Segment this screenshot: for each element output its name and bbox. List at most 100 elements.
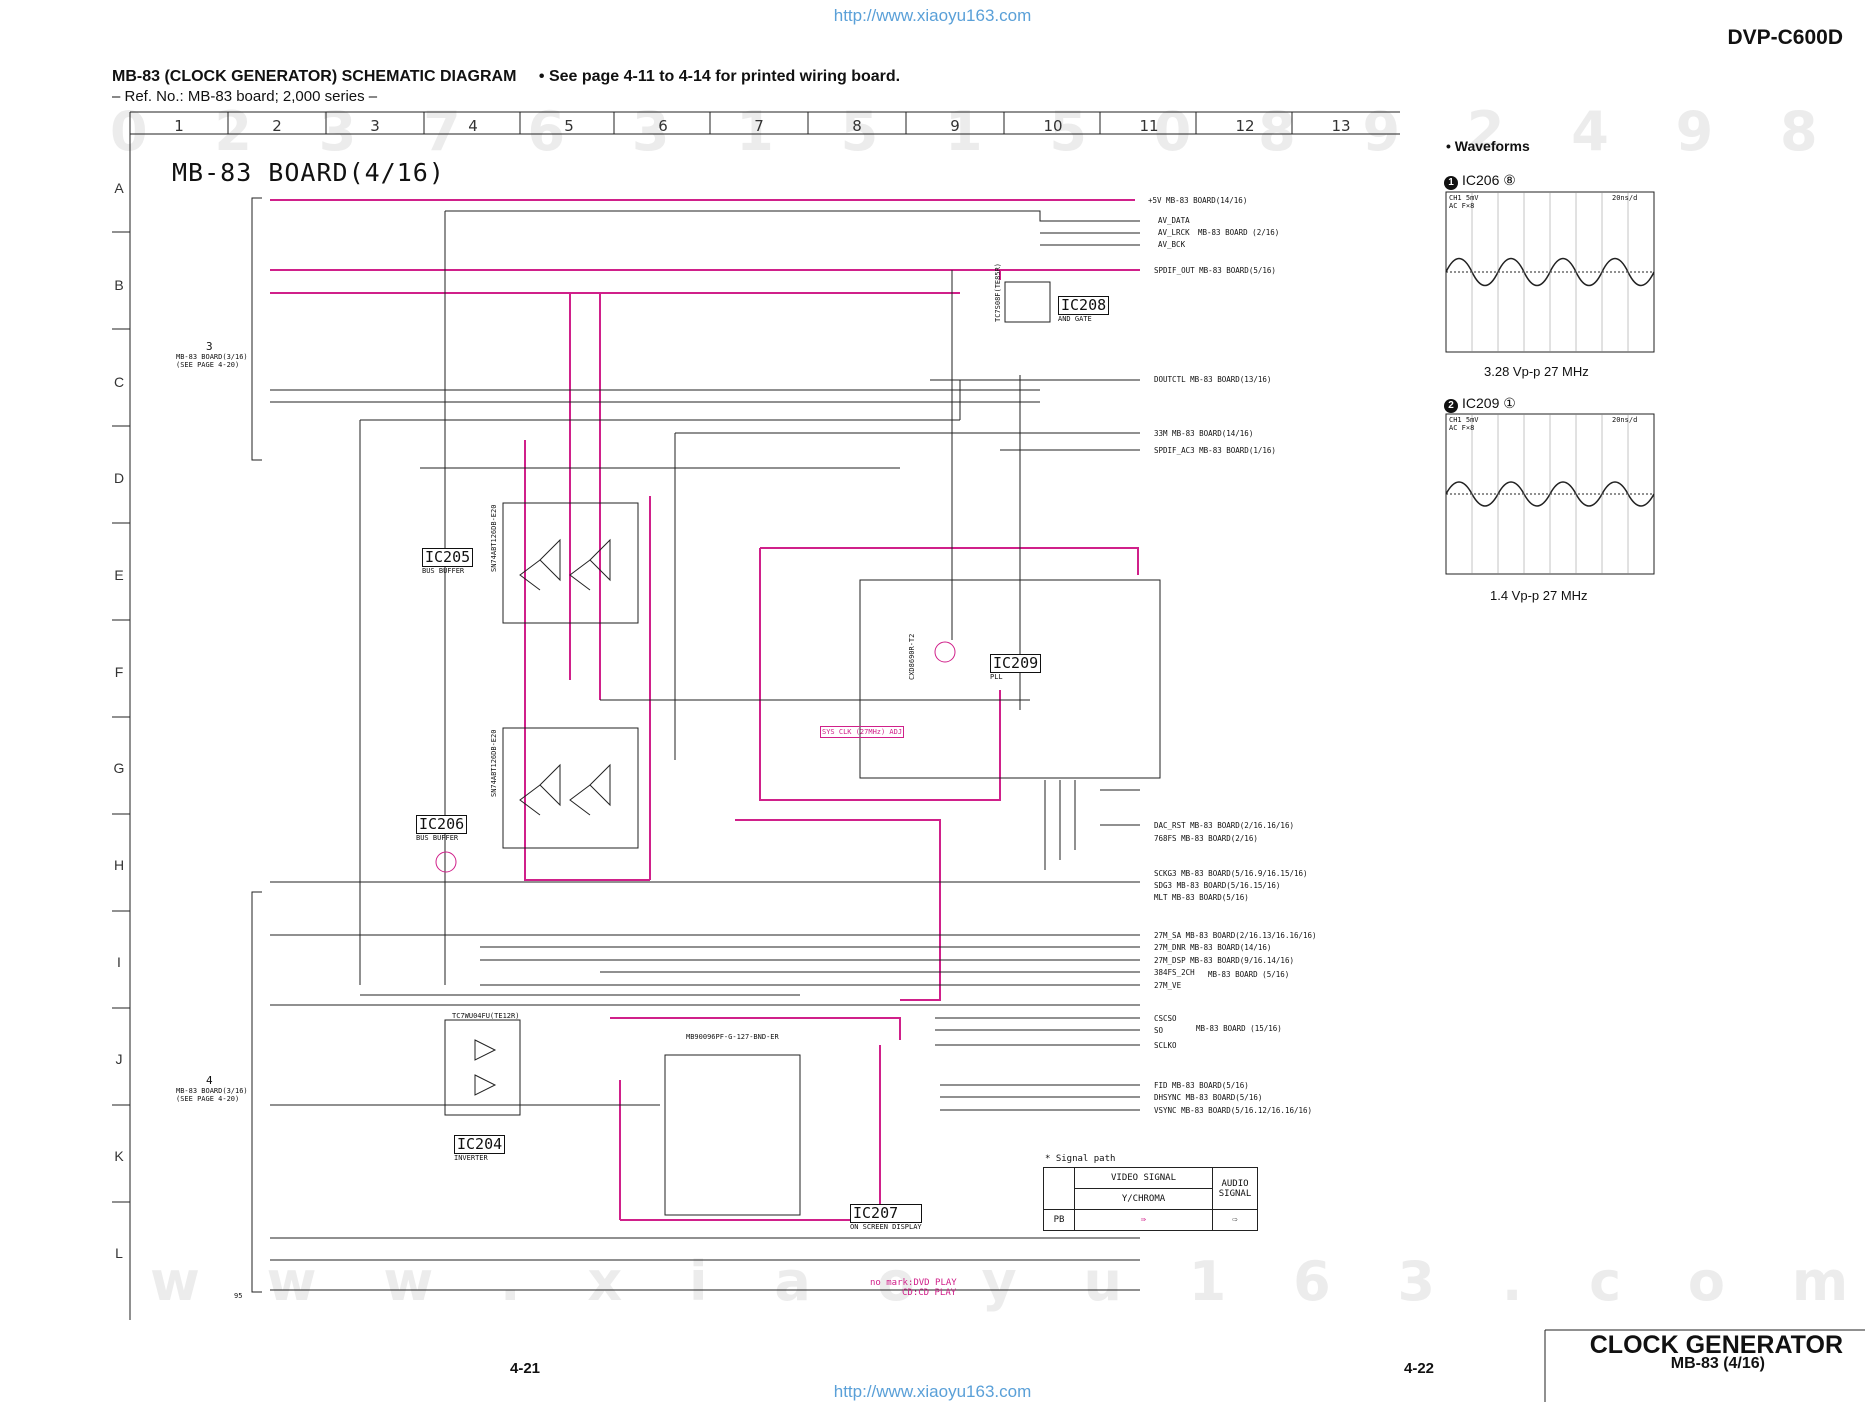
- row-C: C: [113, 374, 125, 390]
- board-title: MB-83 BOARD(4/16): [172, 158, 445, 187]
- conn-sclko: SCLKO: [1154, 1041, 1177, 1050]
- page-number-right: 4-22: [1404, 1360, 1435, 1377]
- col-6: 6: [658, 117, 668, 135]
- ic207-desc: ON SCREEN DISPLAY: [850, 1223, 922, 1231]
- waveform-1-time: 20ns/d: [1612, 194, 1638, 202]
- page-title: MB-83 (CLOCK GENERATOR) SCHEMATIC DIAGRA…: [112, 68, 900, 86]
- col-12: 12: [1235, 117, 1255, 135]
- conn-cscso: CSCSO: [1154, 1014, 1177, 1023]
- conn-doutctl: DOUTCTL MB-83 BOARD(13/16): [1154, 375, 1272, 384]
- conn-so: SO: [1154, 1026, 1164, 1035]
- conn-board-5-16: MB-83 BOARD (5/16): [1208, 970, 1290, 979]
- ic209-block: IC209 PLL: [990, 654, 1042, 681]
- legend-table: VIDEO SIGNAL AUDIO SIGNAL Y/CHROMA PB ⇛ …: [1043, 1167, 1258, 1231]
- ic206-block: IC206 BUS BUFFER: [416, 815, 468, 842]
- col-3: 3: [370, 117, 380, 135]
- left-ref-4-page: (SEE PAGE 4-20): [176, 1095, 240, 1103]
- conn-33m: 33M MB-83 BOARD(14/16): [1154, 429, 1254, 438]
- conn-dac-rst: DAC_RST MB-83 BOARD(2/16.16/16): [1154, 821, 1294, 830]
- signal-path: [270, 199, 1140, 1221]
- conn-27m-dsp: 27M_DSP MB-83 BOARD(9/16.14/16): [1154, 956, 1294, 965]
- legend-video: VIDEO SIGNAL: [1074, 1167, 1213, 1189]
- col-2: 2: [272, 117, 282, 135]
- row-L: L: [115, 1245, 123, 1261]
- waveform-2-label: 2 IC209 ①: [1444, 395, 1516, 413]
- ic208-part: TC7S08F(TE85R): [994, 262, 1002, 322]
- source-url[interactable]: http://www.xiaoyu163.com: [833, 6, 1032, 25]
- conn-768fs: 768FS MB-83 BOARD(2/16): [1154, 834, 1258, 843]
- row-H: H: [113, 857, 125, 873]
- footer-url[interactable]: http://www.xiaoyu163.com: [833, 1382, 1032, 1401]
- conn-dhsync: DHSYNC MB-83 BOARD(5/16): [1154, 1093, 1263, 1102]
- conn-sckg3: SCKG3 MB-83 BOARD(5/16.9/16.15/16): [1154, 869, 1308, 878]
- ic206-desc: BUS BUFFER: [416, 834, 459, 842]
- col-8: 8: [852, 117, 862, 135]
- left-ref-3: 3 MB-83 BOARD(3/16) (SEE PAGE 4-20): [176, 340, 248, 369]
- ic204-desc: INVERTER: [454, 1154, 488, 1162]
- ic204-block: IC204 INVERTER: [454, 1135, 506, 1162]
- row-F: F: [114, 664, 124, 680]
- conn-av-data: AV_DATA: [1158, 216, 1190, 225]
- conn-sdg3: SDG3 MB-83 BOARD(5/16.15/16): [1154, 881, 1281, 890]
- col-10: 10: [1043, 117, 1063, 135]
- waveform-1-mode: AC F×8: [1449, 202, 1475, 210]
- ic204-ref: IC204: [454, 1135, 506, 1154]
- ic207-ref: IC207: [850, 1204, 922, 1223]
- col-4: 4: [468, 117, 478, 135]
- ic206-part: SN74ABT126DB-E20: [490, 729, 498, 797]
- wiring: [270, 210, 1140, 1291]
- conn-spdif-ac3: SPDIF_AC3 MB-83 BOARD(1/16): [1154, 446, 1276, 455]
- title-text: MB-83 (CLOCK GENERATOR) SCHEMATIC DIAGRA…: [112, 68, 517, 85]
- conn-spdif-out: SPDIF_OUT MB-83 BOARD(5/16): [1154, 266, 1276, 275]
- ic209-ref: IC209: [990, 654, 1042, 673]
- left-ref-4-num: 4: [206, 1074, 213, 1087]
- title-note: • See page 4-11 to 4-14 for printed wiri…: [538, 68, 901, 85]
- row-E: E: [114, 567, 124, 583]
- frame-lines: [112, 111, 1865, 1402]
- col-1: 1: [174, 117, 184, 135]
- waveform-2-caption: 1.4 Vp-p 27 MHz: [1490, 588, 1588, 603]
- waveform-1-num: 1: [1444, 176, 1458, 190]
- ic208-ref: IC208: [1058, 296, 1110, 315]
- waveform-2-num: 2: [1444, 399, 1458, 413]
- row-D: D: [113, 470, 125, 486]
- legend-video-arrow: ⇛: [1074, 1209, 1213, 1231]
- ic207-part: MB90096PF-G-127-BND-ER: [686, 1033, 779, 1041]
- waveform-1-ch: CH1 5mV: [1449, 194, 1479, 202]
- left-ref-3-num: 3: [206, 340, 213, 353]
- col-5: 5: [564, 117, 574, 135]
- legend-audio-arrow: ⇨: [1212, 1209, 1258, 1231]
- sys-clk-note: SYS CLK (27MHz) ADJ: [820, 726, 905, 738]
- mark-note-1: no mark:DVD PLAY: [870, 1278, 957, 1288]
- model-number: DVP-C600D: [1727, 26, 1843, 49]
- conn-av-bck: AV_BCK: [1158, 240, 1186, 249]
- ic205-part: SN74ABT126DB-E20: [490, 504, 498, 572]
- video-arrow-icon: ⇛: [1140, 1215, 1147, 1225]
- audio-arrow-icon: ⇨: [1232, 1215, 1238, 1225]
- ic205-desc: BUS BUFFER: [422, 567, 465, 575]
- row-A: A: [114, 180, 124, 196]
- conn-27m-dnr: 27M_DNR MB-83 BOARD(14/16): [1154, 943, 1272, 952]
- waveform-2-mode: AC F×8: [1449, 424, 1475, 432]
- row-G: G: [113, 760, 125, 776]
- legend-audio: AUDIO SIGNAL: [1212, 1167, 1258, 1210]
- ic205-block: IC205 BUS BUFFER: [422, 548, 474, 575]
- waveform-1-text: IC206 ⑧: [1462, 172, 1516, 188]
- waveform-2-text: IC209 ①: [1462, 395, 1516, 411]
- footer-subtitle: MB-83 (4/16): [1670, 1355, 1765, 1372]
- col-13: 13: [1331, 117, 1351, 135]
- row-K: K: [114, 1148, 124, 1164]
- left-ref-4-text: MB-83 BOARD(3/16): [176, 1087, 248, 1095]
- left-ref-4: 4 MB-83 BOARD(3/16) (SEE PAGE 4-20): [176, 1074, 248, 1103]
- code-mark: 95: [234, 1292, 243, 1300]
- legend-heading: * Signal path: [1045, 1154, 1116, 1164]
- watermark-digits: 0 2 3 7 6 3 1 5 1 5 0 8 9 2 4 9 8 2 9 9: [110, 100, 1865, 163]
- ic205-ref: IC205: [422, 548, 474, 567]
- ic207-block: IC207 ON SCREEN DISPLAY: [850, 1204, 922, 1231]
- page-number-left: 4-21: [510, 1360, 541, 1377]
- conn-board-2-16: MB-83 BOARD (2/16): [1198, 228, 1280, 237]
- left-ref-3-text: MB-83 BOARD(3/16): [176, 353, 248, 361]
- waveform-2-time: 20ns/d: [1612, 416, 1638, 424]
- conn-5v: +5V MB-83 BOARD(14/16): [1148, 196, 1248, 205]
